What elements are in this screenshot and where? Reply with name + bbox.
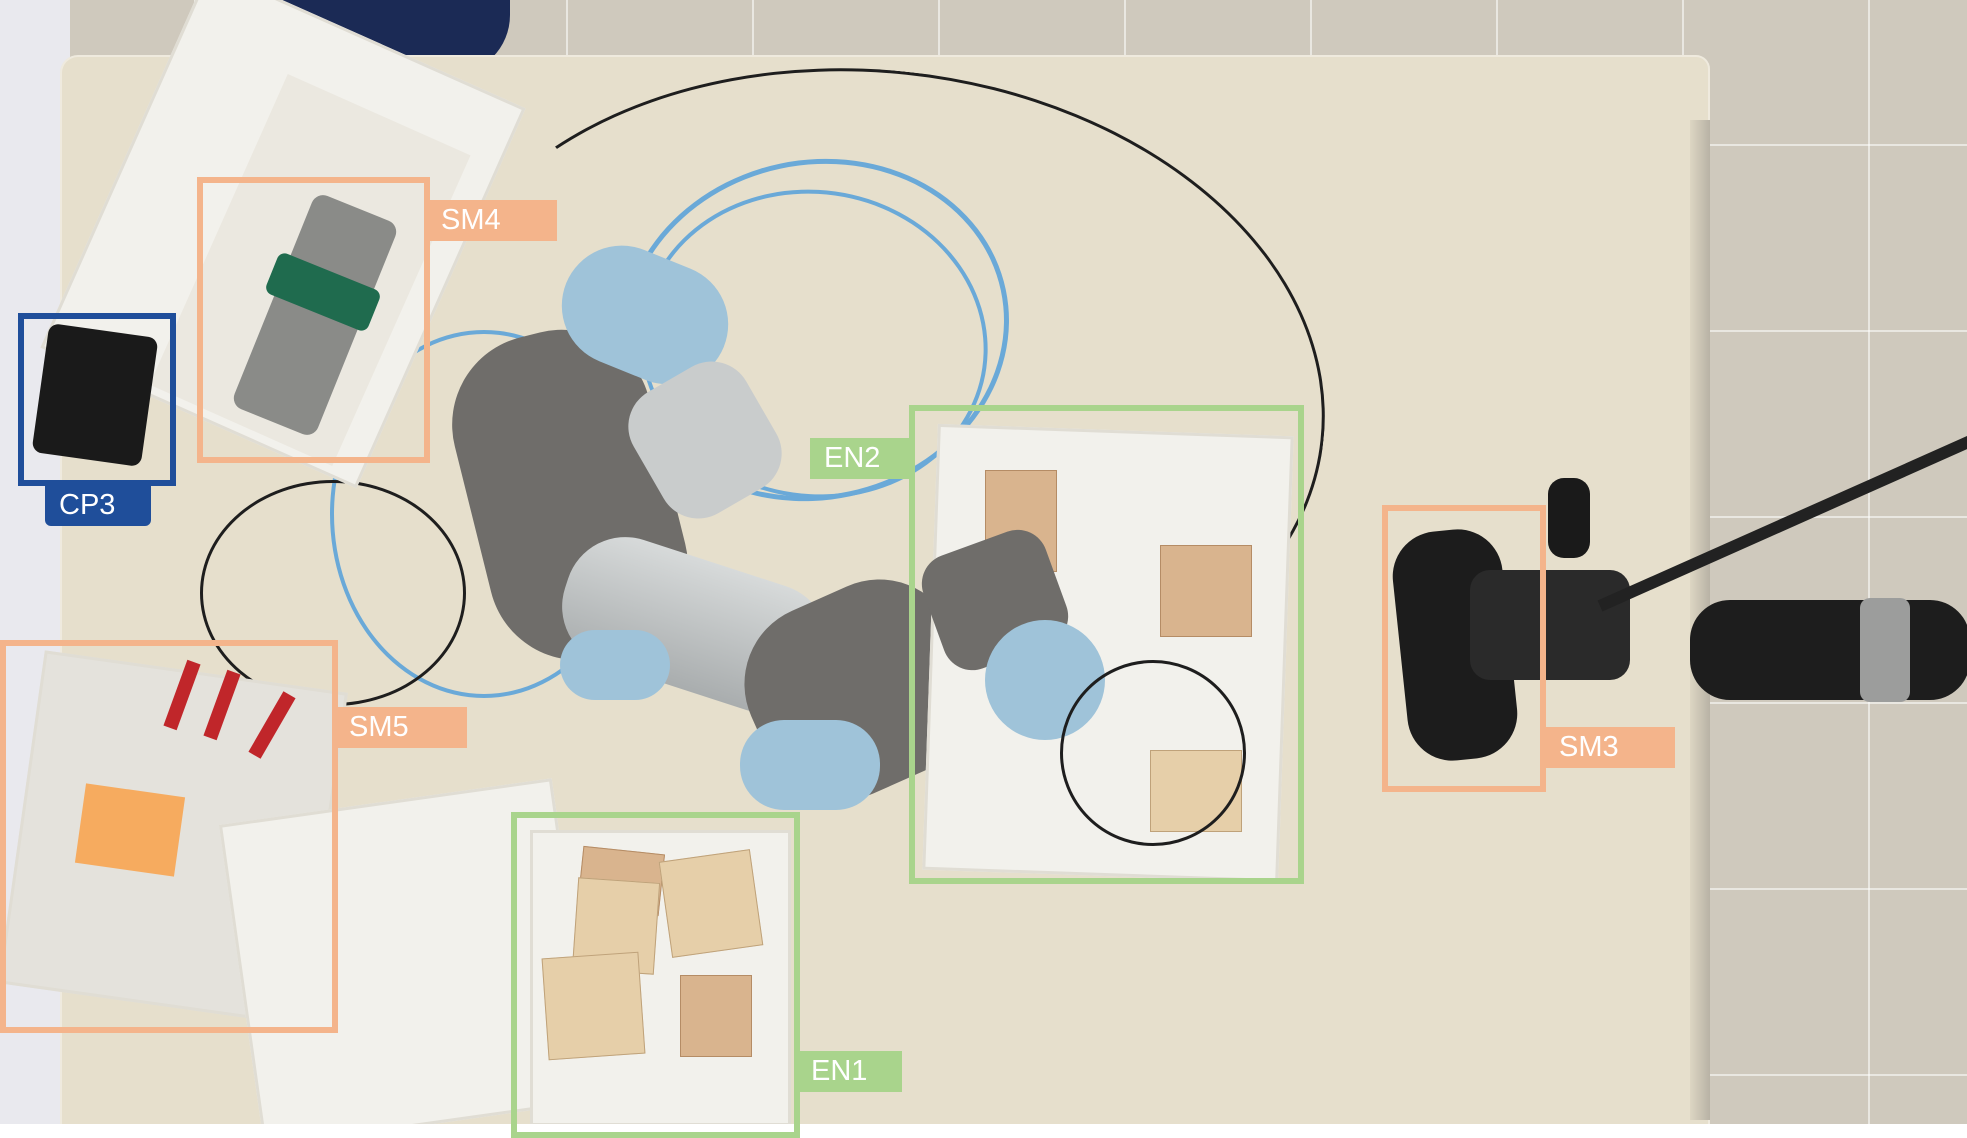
bbox-en1 xyxy=(511,812,800,1138)
black-cable xyxy=(1060,660,1246,846)
bbox-sm4 xyxy=(197,177,430,463)
stand-clamp xyxy=(1690,600,1967,700)
wood-piece xyxy=(680,975,752,1057)
label-sm3: SM3 xyxy=(1545,727,1675,768)
bbox-en2 xyxy=(909,405,1304,884)
label-en1: EN1 xyxy=(797,1051,902,1092)
wood-piece xyxy=(1160,545,1252,637)
stand-ring xyxy=(1860,598,1910,702)
label-cp3: CP3 xyxy=(45,485,151,526)
robot-joint xyxy=(740,720,880,810)
bbox-sm5 xyxy=(0,640,338,1033)
label-sm4: SM4 xyxy=(427,200,557,241)
label-sm5: SM5 xyxy=(335,707,467,748)
robot-joint xyxy=(560,630,670,700)
label-en2: EN2 xyxy=(810,438,915,479)
bbox-sm3 xyxy=(1382,505,1546,792)
camera-mount xyxy=(1470,570,1630,680)
camera-mount-knob xyxy=(1548,478,1590,558)
bbox-cp3 xyxy=(18,313,176,486)
